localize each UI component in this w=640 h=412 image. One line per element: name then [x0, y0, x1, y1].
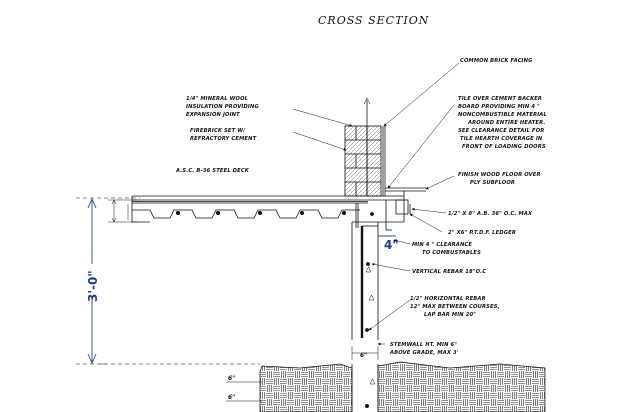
- svg-text:1/4" MINERAL WOOL: 1/4" MINERAL WOOL: [186, 96, 248, 102]
- height-dimension: 3'-0": [86, 197, 100, 365]
- svg-text:FRONT OF LOADING DOORS: FRONT OF LOADING DOORS: [462, 144, 546, 150]
- diagram-title: CROSS SECTION: [318, 14, 429, 27]
- firebrick-masonry: [344, 97, 386, 197]
- label-vertical-rebar: VERTICAL REBAR 18"O.C: [412, 269, 486, 275]
- leader-lines: [292, 62, 460, 346]
- label-tile-backer: TILE OVER CEMENT BACKER BOARD PROVIDING …: [458, 96, 547, 150]
- label-stemwall: STEMWALL HT. MIN 6" ABOVE GRADE, MAX 3': [389, 342, 459, 356]
- svg-text:TILE OVER CEMENT BACKER: TILE OVER CEMENT BACKER: [458, 96, 542, 102]
- svg-text:MIN 4 " CLEARANCE: MIN 4 " CLEARANCE: [412, 242, 472, 248]
- svg-text:BOARD PROVIDING MIN 4 ": BOARD PROVIDING MIN 4 ": [458, 104, 540, 110]
- wall-width-label: 6": [360, 352, 367, 359]
- svg-text:FIREBRICK SET W/: FIREBRICK SET W/: [190, 128, 246, 134]
- stemwall: [351, 200, 404, 340]
- reference-lines: [76, 197, 260, 365]
- svg-text:PLY SUBFLOOR: PLY SUBFLOOR: [470, 180, 515, 186]
- svg-text:1/2" HORIZONTAL REBAR: 1/2" HORIZONTAL REBAR: [410, 296, 486, 302]
- steel-deck-slab: [131, 195, 404, 228]
- label-ledger: 2" X6" P.T.D.F. LEDGER: [448, 230, 516, 236]
- clearance-dim-label: 4": [384, 238, 399, 252]
- svg-text:NONCOMBUSTIBLE MATERIAL: NONCOMBUSTIBLE MATERIAL: [458, 112, 547, 118]
- footing-grade: [259, 361, 546, 412]
- svg-text:LAP BAR MIN 20": LAP BAR MIN 20": [424, 312, 476, 318]
- svg-text:TILE HEARTH COVERAGE IN: TILE HEARTH COVERAGE IN: [460, 136, 543, 142]
- label-clearance: MIN 4 " CLEARANCE TO COMBUSTABLES: [412, 242, 481, 256]
- footing-dim-2: 6": [228, 394, 235, 401]
- floor-ledger: [385, 187, 426, 222]
- svg-text:TO COMBUSTABLES: TO COMBUSTABLES: [422, 250, 481, 256]
- svg-text:AROUND ENTIRE HEATER.: AROUND ENTIRE HEATER.: [467, 120, 545, 126]
- label-firebrick: FIREBRICK SET W/ REFRACTORY CEMENT: [190, 128, 257, 142]
- footing-dimensions: 6" 6": [226, 375, 262, 402]
- label-anchor-bolt: 1/2" X 8" A.B. 36" O.C. MAX: [448, 211, 533, 217]
- svg-text:STEMWALL HT. MIN 6": STEMWALL HT. MIN 6": [390, 342, 457, 348]
- footing-dim-1: 6": [228, 375, 235, 382]
- svg-text:FINISH WOOD FLOOR OVER: FINISH WOOD FLOOR OVER: [458, 172, 541, 178]
- height-dimension-label: 3'-0": [86, 270, 100, 302]
- svg-text:REFRACTORY CEMENT: REFRACTORY CEMENT: [190, 136, 257, 142]
- label-brick-facing: COMMON BRICK FACING: [460, 58, 533, 64]
- clearance-dimension: 4": [378, 235, 399, 252]
- svg-text:ABOVE GRADE, MAX 3': ABOVE GRADE, MAX 3': [389, 350, 459, 356]
- svg-text:EXPANSION JOINT: EXPANSION JOINT: [186, 112, 240, 118]
- svg-text:INSULATION PROVIDING: INSULATION PROVIDING: [186, 104, 259, 110]
- svg-text:12" MAX BETWEEN COURSES,: 12" MAX BETWEEN COURSES,: [410, 304, 500, 310]
- label-horizontal-rebar: 1/2" HORIZONTAL REBAR 12" MAX BETWEEN CO…: [410, 296, 500, 318]
- label-wood-floor: FINISH WOOD FLOOR OVER PLY SUBFLOOR: [458, 172, 541, 186]
- label-insulation: 1/4" MINERAL WOOL INSULATION PROVIDING E…: [186, 96, 259, 118]
- label-steel-deck: A.S.C. B-36 STEEL DECK: [175, 168, 250, 174]
- wall-width-dimension: 6": [351, 346, 379, 360]
- svg-text:SEE CLEARANCE DETAIL FOR: SEE CLEARANCE DETAIL FOR: [458, 128, 544, 134]
